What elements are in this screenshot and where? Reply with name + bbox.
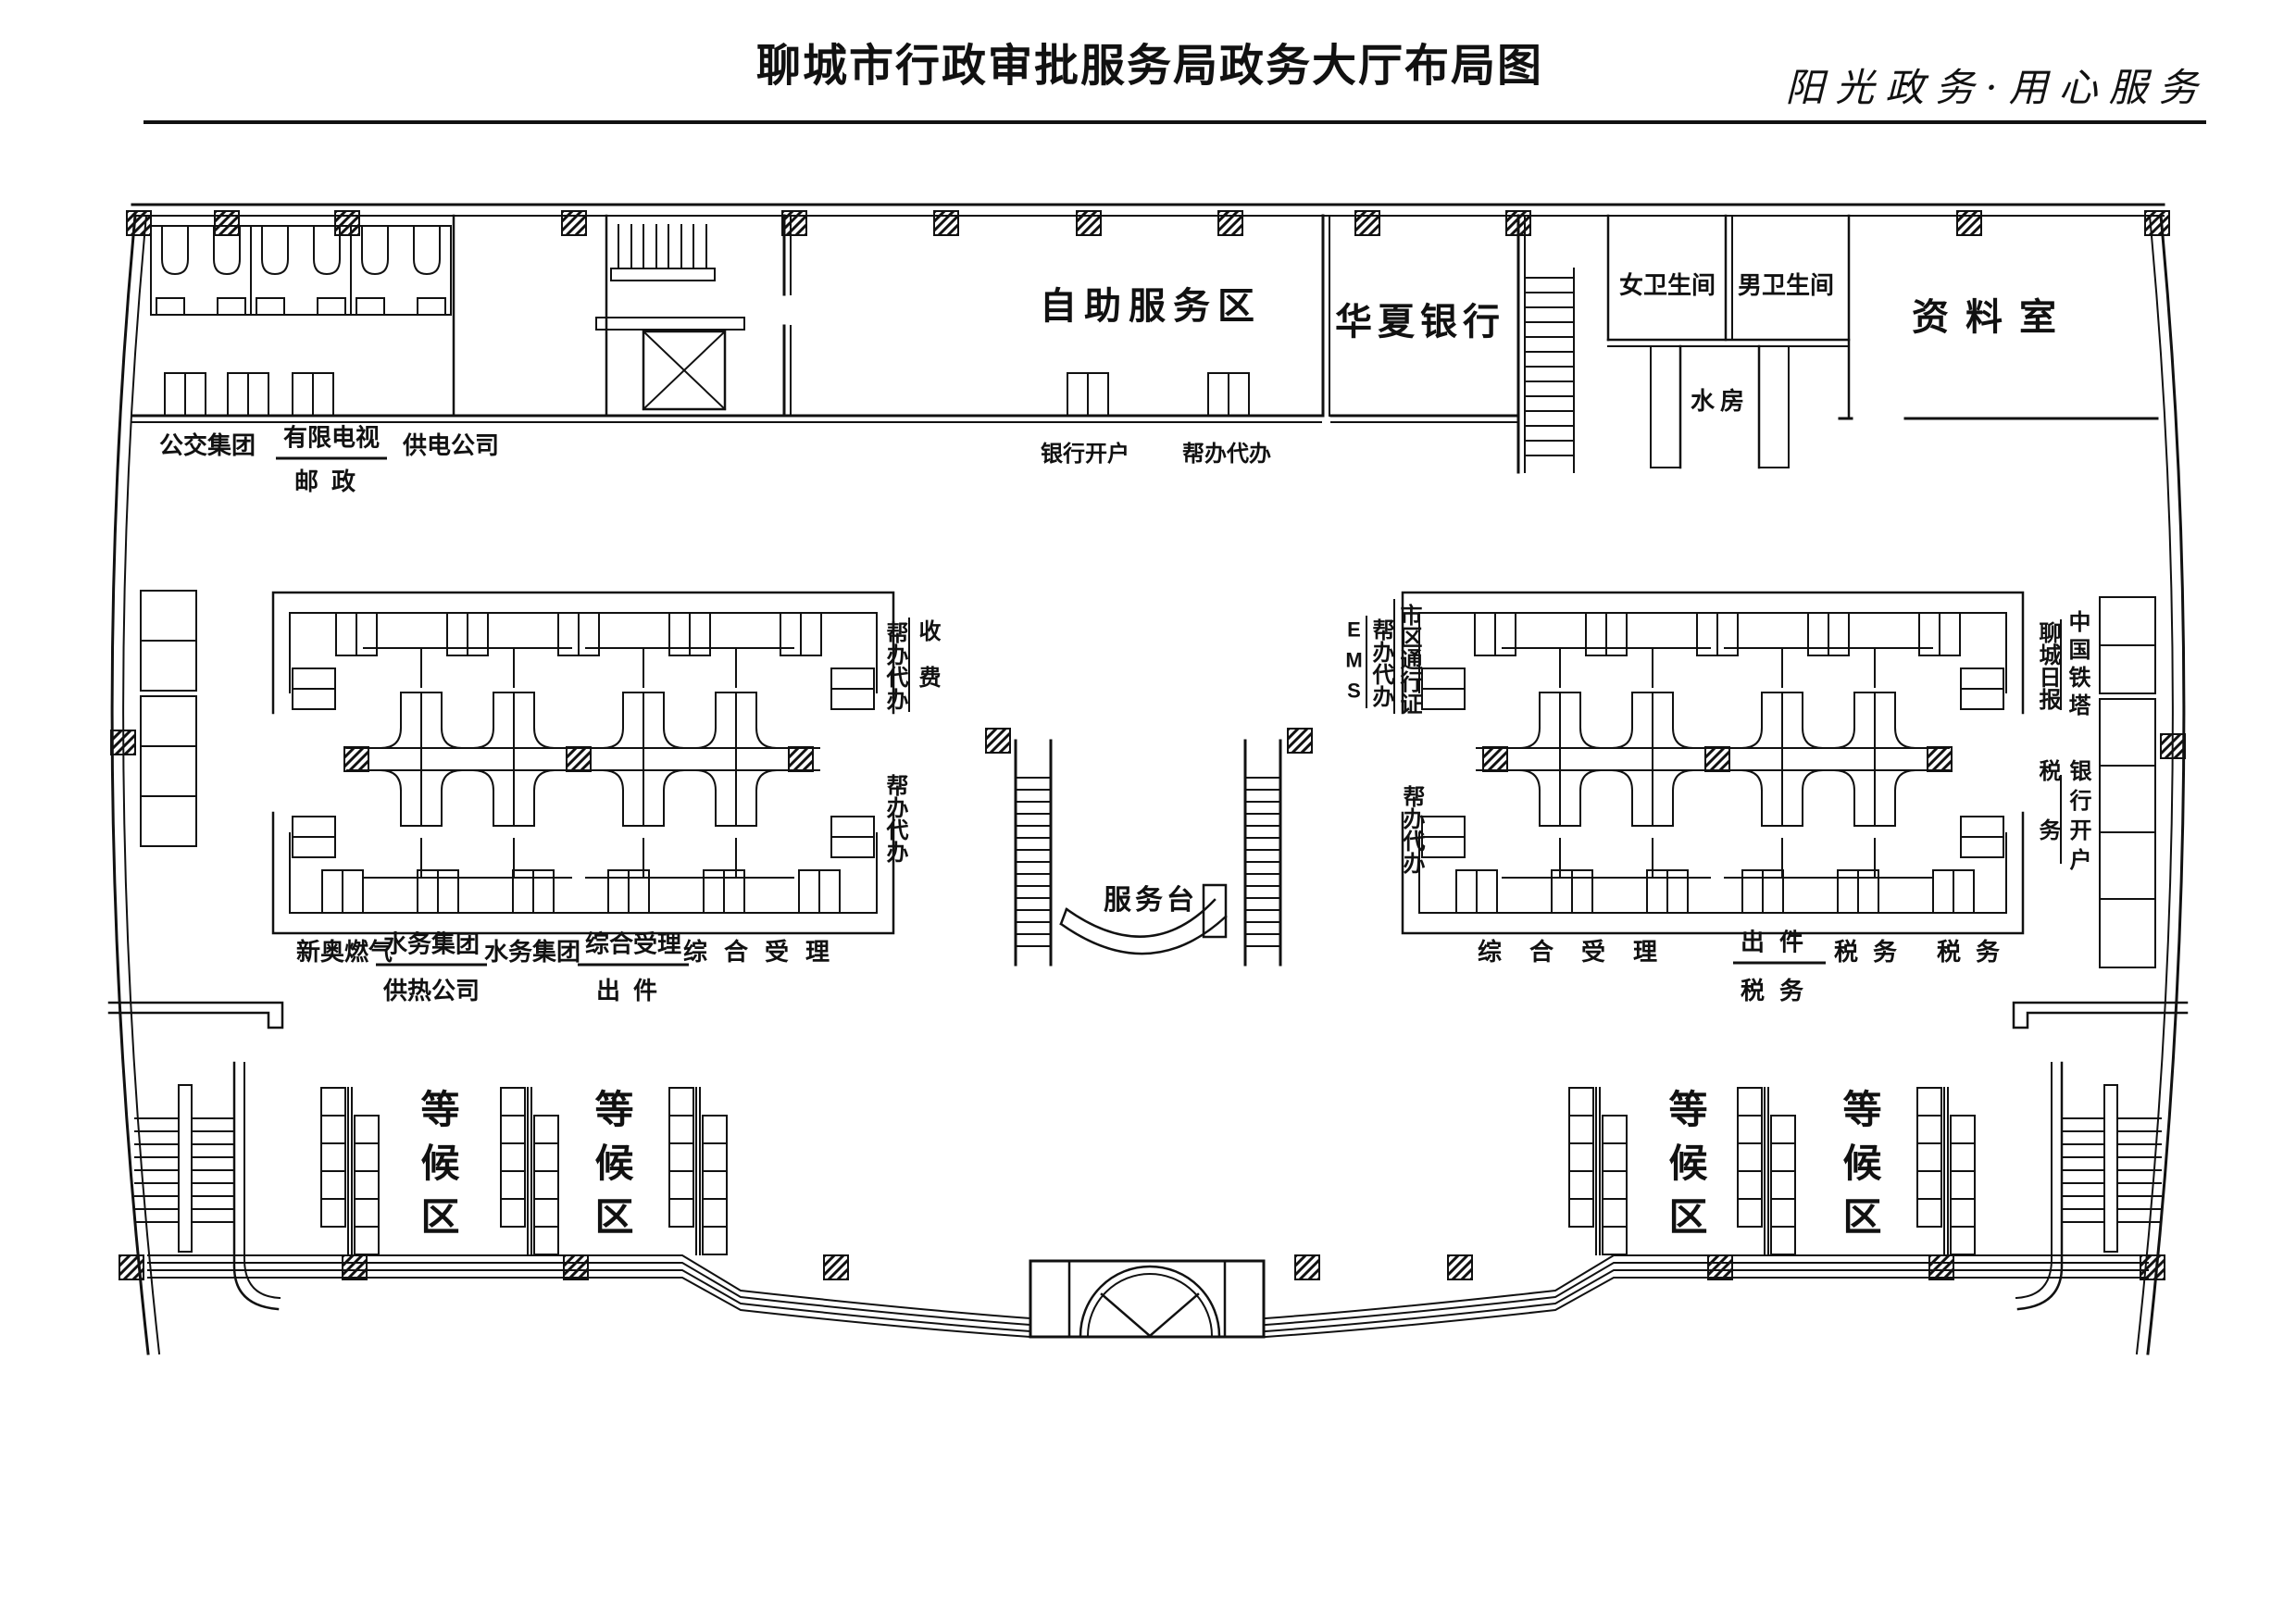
label-bank-account-seat: 银行开户 — [1041, 442, 1129, 467]
label-post: 邮政 — [293, 468, 369, 495]
label-tax-2: 税务 — [1936, 938, 2015, 966]
page-title: 聊城市行政审批服务局政务大厅布局图 — [755, 42, 1544, 91]
top-band-rooms — [131, 214, 2159, 474]
room-label-self-service-zone: 自助服务区 — [1040, 286, 1262, 327]
label-tax-side: 税务 — [2035, 759, 2060, 878]
bank-side-stair — [1524, 268, 1575, 473]
label-service-desk: 服务台 — [1104, 885, 1198, 916]
label-left-fee: 收费 — [915, 619, 940, 712]
side-cabinets — [140, 590, 2156, 968]
label-acceptance-a: 综合受理 — [577, 932, 690, 967]
room-label-women-restroom: 女卫生间 — [1618, 271, 1716, 299]
label-gas-company: 新奥燃气 — [295, 938, 393, 966]
label-waiting-area-1: 等候区 — [416, 1089, 459, 1250]
room-label-huaxia-bank: 华夏银行 — [1335, 302, 1505, 343]
label-issue-right: 出件 — [1732, 930, 1827, 965]
center-stairs — [1014, 739, 1282, 967]
label-assist-seat: 帮办代办 — [1182, 442, 1271, 467]
room-label-water-room: 水房 — [1690, 387, 1751, 415]
label-right-assist-bottom: 帮办代办 — [1399, 785, 1424, 874]
label-china-tower: 中国铁塔 — [2065, 610, 2090, 721]
label-ems: EMS — [1342, 618, 1366, 710]
label-tax-1: 税务 — [1833, 938, 1913, 966]
label-water-group-b: 水务集团 — [483, 938, 581, 966]
label-waiting-area-4: 等候区 — [1838, 1089, 1881, 1250]
title-underline — [144, 120, 2206, 124]
label-city-pass: 市区通行证 — [1396, 604, 1421, 715]
service-desk-shape — [1059, 883, 1228, 955]
office-cubicles — [150, 225, 452, 316]
restrooms — [1606, 214, 1851, 420]
label-separators — [908, 599, 2062, 864]
label-acceptance-b: 综合受理 — [682, 938, 847, 966]
label-water-group-a: 水务集团 — [375, 932, 488, 967]
label-acceptance-right: 综合受理 — [1477, 938, 1686, 966]
label-liaocheng-daily: 聊城日报 — [2035, 621, 2060, 710]
label-issue-left: 出件 — [595, 977, 671, 1004]
label-tax-under-issue: 税务 — [1740, 977, 1819, 1004]
water-room-walls — [1650, 344, 1790, 469]
label-waiting-area-2: 等候区 — [590, 1089, 633, 1250]
waiting-benches — [320, 1087, 1976, 1255]
elevator-core — [595, 224, 745, 411]
label-power-company: 供电公司 — [402, 431, 500, 459]
label-bank-account-right: 银行开户 — [2065, 759, 2090, 878]
slogan-calligraphy: 阳光政务·用心服务 — [1785, 65, 2209, 110]
label-right-assist-top: 帮办代办 — [1368, 618, 1393, 707]
room-label-reference-room: 资料室 — [1912, 297, 2073, 338]
outer-walls — [110, 203, 2186, 1355]
main-entrance — [1029, 1259, 1266, 1339]
label-heating-company: 供热公司 — [382, 977, 480, 1004]
label-left-assist-top: 帮办代办 — [882, 621, 907, 710]
label-left-assist-bottom: 帮办代办 — [882, 774, 907, 863]
label-cable-tv: 有限电视 — [275, 426, 388, 460]
room-label-men-restroom: 男卫生间 — [1737, 271, 1835, 299]
label-waiting-area-3: 等候区 — [1664, 1089, 1707, 1250]
label-bus-group: 公交集团 — [158, 431, 256, 459]
